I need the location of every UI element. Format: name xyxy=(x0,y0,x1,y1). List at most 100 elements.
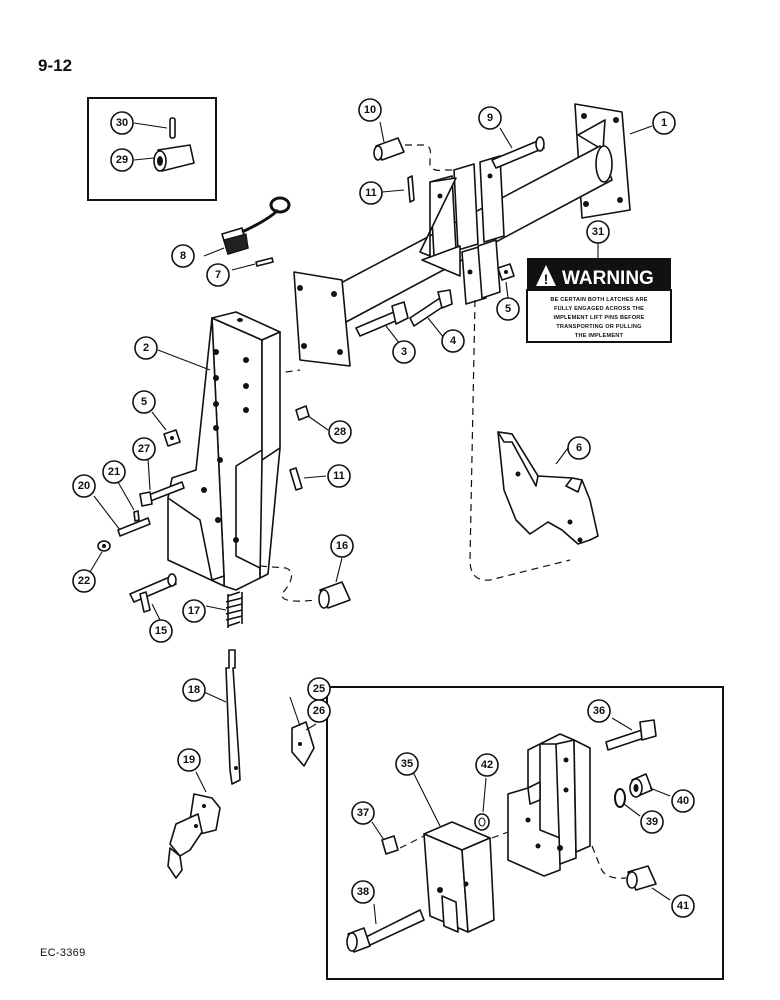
bushing-41 xyxy=(626,865,657,891)
svg-text:20: 20 xyxy=(78,480,90,492)
callout-4: 4 xyxy=(441,329,465,353)
callout-8: 8 xyxy=(171,244,195,268)
svg-text:41: 41 xyxy=(677,900,689,912)
callout-16: 16 xyxy=(330,534,354,558)
pin-7 xyxy=(255,257,274,267)
bushing-16 xyxy=(318,581,351,609)
page-number: 9-12 xyxy=(38,56,73,75)
svg-text:8: 8 xyxy=(180,250,186,262)
callout-36: 36 xyxy=(587,699,611,723)
svg-text:11: 11 xyxy=(333,470,345,482)
rod-18 xyxy=(225,649,241,785)
svg-text:5: 5 xyxy=(505,303,511,315)
warning-line-5: THE IMPLEMENT xyxy=(575,333,624,339)
ring-39 xyxy=(614,788,626,808)
svg-text:11: 11 xyxy=(365,187,377,199)
callout-10: 10 xyxy=(358,98,382,122)
figure-code: EC-3369 xyxy=(40,947,86,959)
svg-text:7: 7 xyxy=(215,269,221,281)
inset-box-top xyxy=(87,97,217,201)
warning-line-3: IMPLEMENT LIFT PINS BEFORE xyxy=(554,315,645,321)
callout-7: 7 xyxy=(206,263,230,287)
svg-text:37: 37 xyxy=(357,807,369,819)
nut-5-lower xyxy=(163,429,181,447)
svg-text:26: 26 xyxy=(313,705,325,717)
callout-5-upper: 5 xyxy=(496,297,520,321)
latch-block-35 xyxy=(423,821,495,933)
callout-30: 30 xyxy=(110,111,134,135)
svg-text:5: 5 xyxy=(141,396,147,408)
bolt-4 xyxy=(409,289,453,327)
hitch-upright-2 xyxy=(167,311,281,591)
cotter-pin-11-lower xyxy=(289,467,303,491)
pin-30 xyxy=(169,117,176,139)
bolt-27 xyxy=(139,481,185,507)
svg-text:25: 25 xyxy=(313,683,325,695)
cross-tube-1 xyxy=(293,103,631,367)
bushing-29 xyxy=(153,144,195,172)
callout-38: 38 xyxy=(351,880,375,904)
svg-text:31: 31 xyxy=(592,226,604,238)
callout-21: 21 xyxy=(102,460,126,484)
svg-text:35: 35 xyxy=(401,758,413,770)
callout-18: 18 xyxy=(182,678,206,702)
callout-22: 22 xyxy=(72,569,96,593)
washer-22 xyxy=(97,540,111,552)
latch-plate-6 xyxy=(497,431,599,545)
svg-text:39: 39 xyxy=(646,816,658,828)
svg-text:42: 42 xyxy=(481,759,493,771)
warning-line-1: BE CERTAIN BOTH LATCHES ARE xyxy=(550,297,647,303)
bolt-3 xyxy=(355,301,409,337)
bushing-10 xyxy=(373,137,405,161)
svg-text:38: 38 xyxy=(357,886,369,898)
inset-box-bottom xyxy=(326,686,724,980)
svg-text:21: 21 xyxy=(108,466,120,478)
svg-text:28: 28 xyxy=(334,426,346,438)
warning-title: WARNING xyxy=(562,268,654,289)
pin-9 xyxy=(491,136,545,169)
callout-1: 1 xyxy=(652,111,676,135)
callout-42: 42 xyxy=(475,753,499,777)
callout-15: 15 xyxy=(149,619,173,643)
callout-31: 31 xyxy=(586,220,610,244)
nut-37 xyxy=(381,835,399,855)
callout-9: 9 xyxy=(478,106,502,130)
callout-11-lower: 11 xyxy=(327,464,351,488)
cotter-pin-11-upper xyxy=(407,175,415,203)
warning-decal-31: ! WARNING BE CERTAIN BOTH LATCHES ARE FU… xyxy=(526,258,672,343)
svg-text:19: 19 xyxy=(183,754,195,766)
callout-19: 19 xyxy=(177,748,201,772)
pin-21 xyxy=(133,510,140,522)
bolt-36 xyxy=(605,719,657,751)
nut-28 xyxy=(295,405,310,421)
callout-5-lower: 5 xyxy=(132,390,156,414)
svg-text:18: 18 xyxy=(188,684,200,696)
callout-28: 28 xyxy=(328,420,352,444)
warning-line-2: FULLY ENGAGED ACROSS THE xyxy=(554,306,644,312)
callout-35: 35 xyxy=(395,752,419,776)
svg-text:10: 10 xyxy=(364,104,376,116)
bracket-19 xyxy=(167,793,221,879)
callout-3: 3 xyxy=(392,340,416,364)
svg-text:40: 40 xyxy=(677,795,689,807)
callout-11-upper: 11 xyxy=(359,181,383,205)
bottom-bracket xyxy=(507,733,591,877)
callout-2: 2 xyxy=(134,336,158,360)
callout-27: 27 xyxy=(132,437,156,461)
callout-29: 29 xyxy=(110,148,134,172)
svg-text:27: 27 xyxy=(138,443,150,455)
callout-37: 37 xyxy=(351,801,375,825)
latch-pin-25-26 xyxy=(291,721,315,767)
callout-25: 25 xyxy=(307,677,331,701)
svg-text:6: 6 xyxy=(576,442,582,454)
latch-8 xyxy=(221,196,291,255)
svg-text:17: 17 xyxy=(188,605,200,617)
svg-text:22: 22 xyxy=(78,575,90,587)
nut-5-upper xyxy=(497,263,515,281)
svg-text:29: 29 xyxy=(116,154,128,166)
svg-text:9: 9 xyxy=(487,112,493,124)
svg-text:15: 15 xyxy=(155,625,167,637)
callout-20: 20 xyxy=(72,474,96,498)
callout-40: 40 xyxy=(671,789,695,813)
